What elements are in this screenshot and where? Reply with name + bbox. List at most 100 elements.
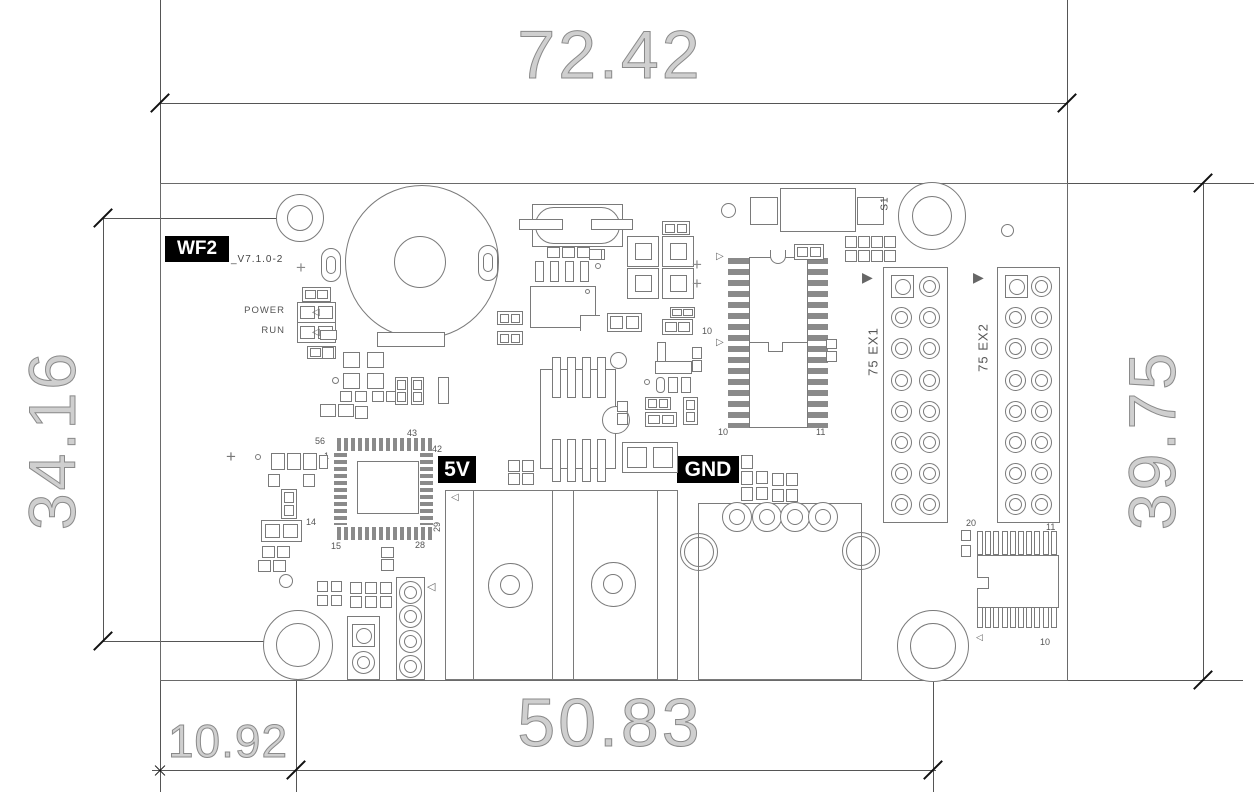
pin-hole — [919, 494, 940, 516]
plus-mark: + — [692, 255, 702, 274]
qfp-pin-label: 43 — [407, 428, 418, 438]
pin-hole-inner — [1035, 498, 1048, 512]
pad — [303, 474, 315, 487]
header-row — [397, 654, 424, 679]
sop-pin-label: 11 — [816, 427, 826, 437]
usb-shield-hole-left — [680, 533, 718, 571]
pin-hole-inner — [1009, 342, 1022, 356]
dim-line-top — [160, 103, 1068, 104]
sd-pin-label: 11 — [1046, 522, 1056, 532]
pad — [961, 530, 971, 541]
pin-hole-inner — [895, 404, 908, 418]
power-led-label: POWER — [244, 305, 285, 316]
terminal-divider — [573, 490, 574, 680]
soic8-notch — [580, 315, 600, 331]
pad — [273, 560, 286, 572]
pin-hole — [919, 307, 940, 329]
pad-pair — [683, 397, 698, 425]
pad — [562, 247, 575, 258]
button-pad-left — [750, 197, 778, 225]
pad — [522, 473, 534, 485]
memory-card-body — [977, 555, 1059, 608]
pad — [1001, 607, 1008, 628]
capacitor-lead-right — [591, 219, 633, 230]
pad — [809, 246, 822, 258]
pin-hole-inner — [1009, 373, 1022, 387]
header-row — [998, 396, 1059, 427]
pad-pair — [645, 412, 677, 427]
pad — [271, 453, 285, 470]
usb-pin-inner — [787, 509, 803, 525]
pin-hole — [399, 629, 422, 653]
pad-pair — [670, 307, 695, 318]
pin-hole — [919, 432, 940, 454]
pin-hole — [1031, 494, 1052, 516]
pin-hole — [399, 605, 422, 629]
pad — [317, 305, 333, 320]
pad — [826, 351, 837, 362]
sop-pins-right — [807, 258, 828, 428]
pin-1-square — [352, 624, 375, 647]
pad — [617, 401, 628, 412]
pin-hole — [1031, 338, 1052, 360]
usb-shield-hole-left-inner — [684, 537, 714, 567]
qfp-pins-top — [337, 438, 433, 451]
pin-hole — [1005, 307, 1026, 329]
pin-hole-inner — [923, 373, 936, 387]
pad — [884, 236, 896, 248]
pad — [510, 333, 521, 343]
qfp-pins-right — [420, 453, 433, 525]
via — [255, 454, 261, 460]
pin-hole — [1005, 400, 1026, 422]
usb-shield-hole-right-inner — [846, 536, 876, 566]
qfp-pins-bottom — [337, 527, 433, 540]
pad — [1026, 531, 1033, 555]
pin-hole — [891, 307, 912, 329]
pad — [499, 313, 510, 323]
pad — [1050, 531, 1057, 555]
header-row — [884, 427, 947, 458]
pin-hole-inner — [404, 610, 417, 624]
sop-pin-label: 10 — [718, 427, 729, 437]
power-terminal-block — [445, 490, 678, 680]
pad — [413, 391, 422, 403]
pad-pair — [395, 377, 408, 405]
pin-hole — [1005, 432, 1026, 454]
pad — [567, 439, 576, 482]
pad — [692, 360, 702, 372]
pad — [676, 223, 688, 233]
pad — [380, 596, 392, 608]
pin-hole — [919, 369, 940, 391]
header-rows — [397, 580, 424, 678]
pad — [317, 289, 329, 300]
pin-hole-inner — [895, 373, 908, 387]
pin-hole-inner — [1009, 467, 1022, 481]
pad — [582, 357, 591, 398]
pin-hole-inner — [923, 498, 936, 512]
header-row — [397, 580, 424, 605]
ext-line-hole-br-down — [933, 647, 934, 792]
dim-top-value: 72.42 — [517, 17, 703, 94]
pad — [617, 413, 628, 425]
terminal-hole-right — [591, 562, 636, 607]
board-outline — [160, 183, 1068, 681]
pad — [331, 595, 342, 606]
usb-pin-inner — [815, 509, 831, 525]
pin-hole-inner — [923, 404, 936, 418]
pad — [567, 357, 576, 398]
header1-pin1-icon: ▶ — [862, 269, 873, 285]
pin-hole-inner — [895, 467, 908, 481]
qfp-pin-label: 42 — [432, 444, 443, 454]
ext-line-hole-bl — [103, 641, 299, 642]
pad-pair — [261, 520, 302, 542]
pad — [550, 261, 559, 282]
pin-hole-inner — [357, 656, 370, 669]
pad — [355, 391, 367, 402]
four-pin-header — [396, 577, 425, 680]
header-row — [884, 302, 947, 333]
via — [610, 352, 627, 369]
pin-hole — [891, 369, 912, 391]
pin-hole — [1005, 463, 1026, 485]
header-rows — [884, 302, 947, 520]
pad — [397, 391, 406, 403]
